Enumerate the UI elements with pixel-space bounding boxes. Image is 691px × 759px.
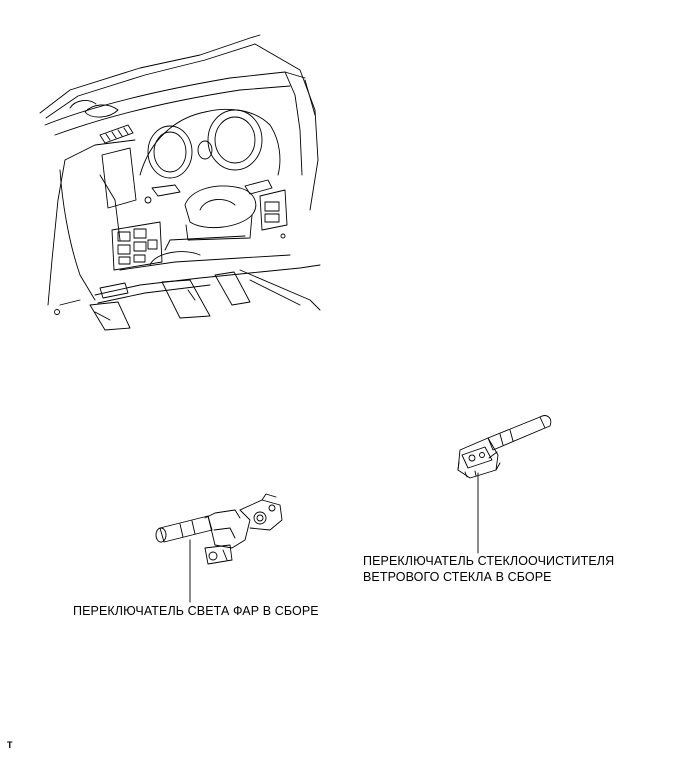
wiper-switch-label-line-2: ВЕТРОВОГО СТЕКЛА В СБОРЕ — [363, 570, 552, 584]
wiper-switch-label-line-1: ПЕРЕКЛЮЧАТЕЛЬ СТЕКЛООЧИСТИТЕЛЯ — [363, 554, 615, 568]
corner-mark: T — [7, 740, 13, 750]
dashboard-illustration — [39, 34, 321, 331]
wiper-switch-illustration — [457, 415, 552, 479]
headlight-switch-label: ПЕРЕКЛЮЧАТЕЛЬ СВЕТА ФАР В СБОРЕ — [73, 604, 319, 618]
headlight-switch-illustration — [155, 493, 283, 565]
wiper-switch-label: ПЕРЕКЛЮЧАТЕЛЬ СТЕКЛООЧИСТИТЕЛЯ ВЕТРОВОГО… — [363, 553, 614, 585]
